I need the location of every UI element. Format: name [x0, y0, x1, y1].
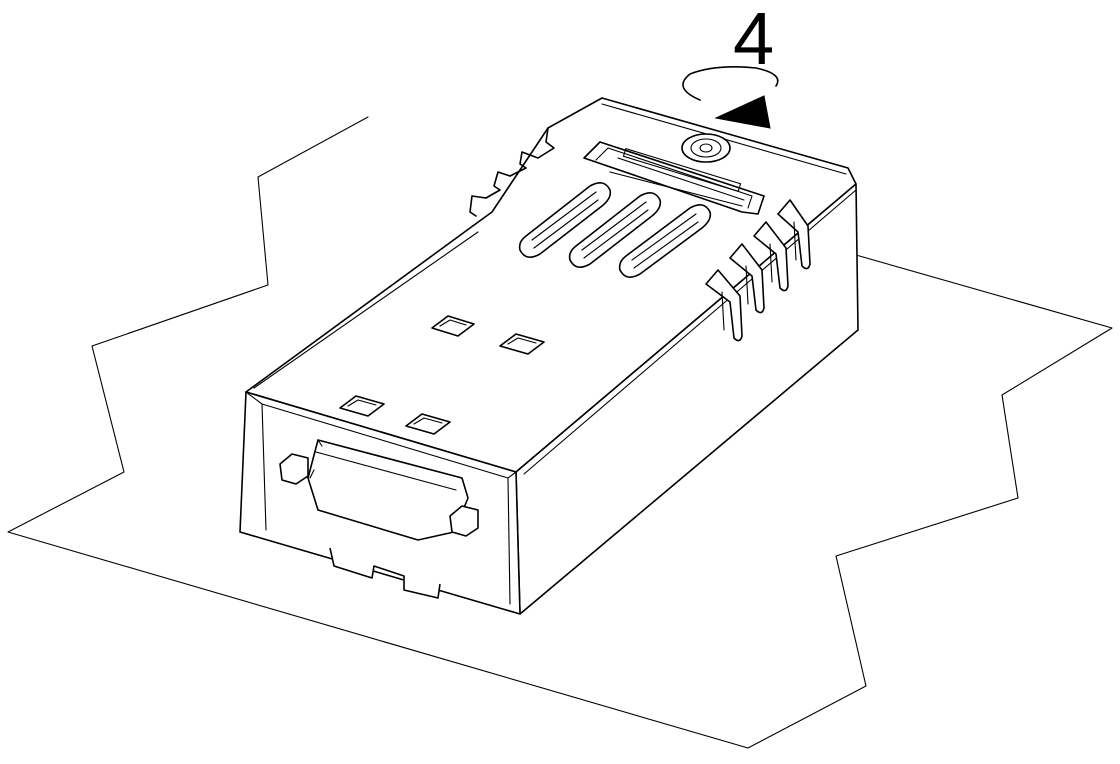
top-hole-2-inner — [507, 337, 537, 345]
dsub-screw-post-left — [279, 453, 309, 485]
dsub-screw-post-right — [449, 505, 479, 537]
bottom-latch — [329, 547, 441, 599]
edge-notch-1 — [537, 127, 555, 159]
rotation-arrow-head — [714, 95, 771, 129]
vent-slot-3 — [618, 204, 712, 278]
top-hole-2 — [499, 333, 545, 355]
connector-slot-inner — [595, 147, 753, 209]
top-hole-4 — [405, 413, 451, 435]
top-hole-4-inner — [413, 417, 443, 425]
spring-contact-2 — [729, 243, 765, 314]
connector-pin-strip — [622, 148, 742, 192]
front-frame-inner — [245, 391, 517, 605]
top-hole-1 — [431, 315, 475, 337]
step-number: 4 — [733, 0, 775, 80]
screw-head-inner — [690, 138, 722, 158]
screw-slot — [699, 143, 713, 153]
top-hole-1-inner — [439, 319, 467, 327]
vent-slot-1-inner — [531, 191, 599, 249]
edge-notch-4 — [469, 195, 487, 217]
edge-notch-2 — [509, 151, 539, 177]
dsub-connector-inner — [309, 439, 457, 491]
rotate-clockwise-arrow-icon — [682, 66, 779, 101]
spring-contact-1 — [705, 269, 743, 342]
top-hole-3 — [339, 395, 385, 417]
top-hole-3-inner — [347, 399, 377, 407]
screw-icon — [681, 133, 731, 163]
dsub-connector-shell — [307, 439, 469, 541]
spring-contact-4 — [777, 199, 811, 270]
mounting-surface — [7, 116, 1113, 749]
vent-slot-2-inner — [581, 201, 649, 259]
connector-slot-opening — [583, 141, 765, 215]
vent-slot-1 — [518, 182, 612, 258]
spring-contacts-detail — [721, 221, 797, 331]
vent-slot-3-inner — [631, 213, 699, 269]
edge-notch-3 — [485, 171, 511, 199]
vent-slot-2 — [568, 192, 662, 268]
spring-contact-3 — [753, 221, 789, 292]
